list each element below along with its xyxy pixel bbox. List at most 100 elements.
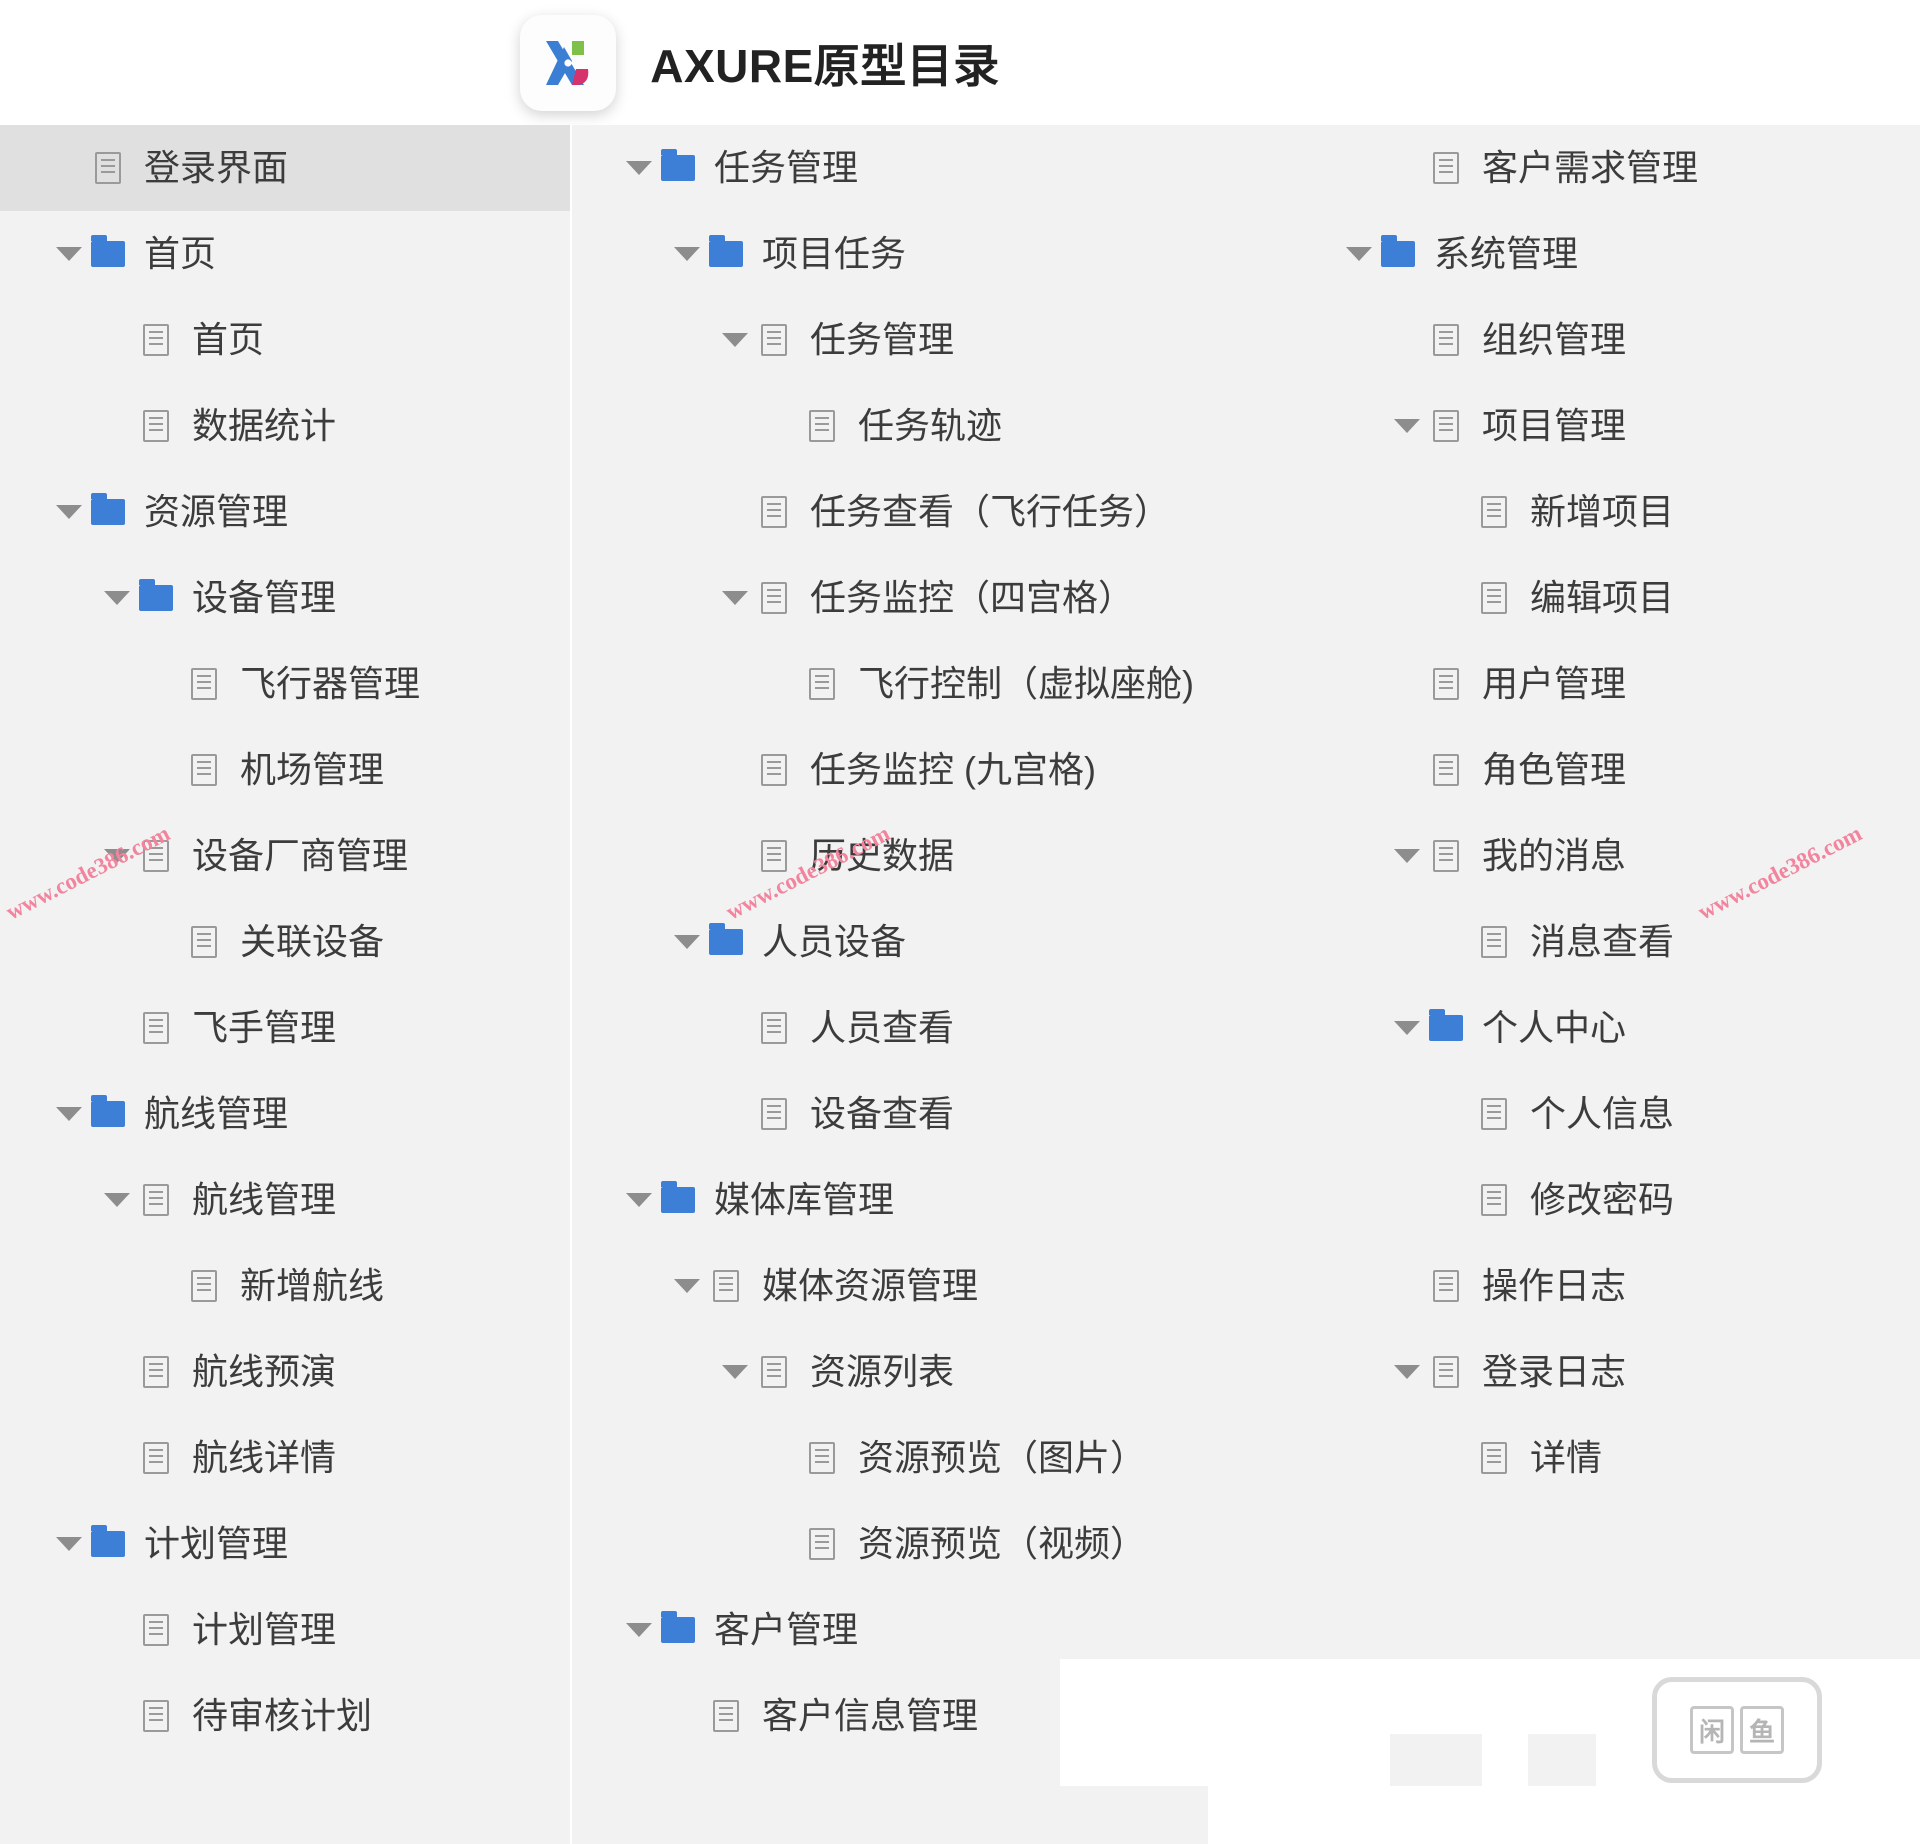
chevron-down-icon[interactable]	[1390, 419, 1424, 433]
tree-node-label: 资源列表	[810, 1351, 955, 1392]
tree-node[interactable]: 人员查看	[570, 985, 1290, 1071]
tree-node[interactable]: 首页	[0, 211, 570, 297]
page-icon	[752, 496, 796, 528]
chevron-down-icon[interactable]	[622, 161, 656, 175]
tree-node[interactable]: 飞行器管理	[0, 641, 570, 727]
tree-node-label: 计划管理	[144, 1523, 289, 1564]
tree-node-label: 人员设备	[762, 921, 907, 962]
chevron-down-icon[interactable]	[670, 935, 704, 949]
tree-node[interactable]: 设备厂商管理	[0, 813, 570, 899]
tree-node-label: 机场管理	[240, 749, 385, 790]
tree-node[interactable]: 客户信息管理	[570, 1673, 1290, 1759]
tree-node-label: 编辑项目	[1530, 577, 1675, 618]
tree-node[interactable]: 我的消息	[1290, 813, 1920, 899]
tree-node[interactable]: 任务管理	[570, 297, 1290, 383]
tree-node[interactable]: 任务轨迹	[570, 383, 1290, 469]
tree-node[interactable]: 待审核计划	[0, 1673, 570, 1759]
page-icon	[134, 840, 178, 872]
chevron-down-icon[interactable]	[100, 1193, 134, 1207]
tree-node[interactable]: 组织管理	[1290, 297, 1920, 383]
tree-node[interactable]: 资源预览（图片）	[570, 1415, 1290, 1501]
chevron-down-icon[interactable]	[670, 1279, 704, 1293]
tree-node[interactable]: 任务监控 (九宫格)	[570, 727, 1290, 813]
tree-node-label: 组织管理	[1482, 319, 1627, 360]
folder-icon	[86, 1095, 130, 1127]
chevron-down-icon[interactable]	[622, 1623, 656, 1637]
page-icon	[134, 1700, 178, 1732]
tree-node[interactable]: 设备查看	[570, 1071, 1290, 1157]
tree-node[interactable]: 资源管理	[0, 469, 570, 555]
tree-node[interactable]: 个人中心	[1290, 985, 1920, 1071]
tree-node[interactable]: 任务监控（四宫格）	[570, 555, 1290, 641]
chevron-down-icon[interactable]	[1390, 1365, 1424, 1379]
tree-node[interactable]: 角色管理	[1290, 727, 1920, 813]
tree-node[interactable]: 编辑项目	[1290, 555, 1920, 641]
page-icon	[86, 152, 130, 184]
tree-node[interactable]: 航线详情	[0, 1415, 570, 1501]
folder-icon	[656, 149, 700, 181]
tree-node[interactable]: 新增项目	[1290, 469, 1920, 555]
tree-node[interactable]: 飞行控制（虚拟座舱)	[570, 641, 1290, 727]
tree-node[interactable]: 计划管理	[0, 1501, 570, 1587]
tree-node[interactable]: 任务查看（飞行任务）	[570, 469, 1290, 555]
page-icon	[134, 1442, 178, 1474]
tree-node-label: 任务轨迹	[858, 405, 1003, 446]
tree-node[interactable]: 资源预览（视频）	[570, 1501, 1290, 1587]
chevron-down-icon[interactable]	[1390, 849, 1424, 863]
tree-node[interactable]: 修改密码	[1290, 1157, 1920, 1243]
tree-node[interactable]: 登录界面	[0, 125, 570, 211]
tree-node[interactable]: 人员设备	[570, 899, 1290, 985]
tree-node-label: 资源预览（视频）	[858, 1523, 1147, 1564]
page-icon	[704, 1700, 748, 1732]
tree-node[interactable]: 客户需求管理	[1290, 125, 1920, 211]
chevron-down-icon[interactable]	[52, 1537, 86, 1551]
page-icon	[1472, 1098, 1516, 1130]
tree-node[interactable]: 资源列表	[570, 1329, 1290, 1415]
tree-node[interactable]: 飞手管理	[0, 985, 570, 1071]
chevron-down-icon[interactable]	[1342, 247, 1376, 261]
tree-node[interactable]: 设备管理	[0, 555, 570, 641]
tree-node[interactable]: 详情	[1290, 1415, 1920, 1501]
tree-node[interactable]: 数据统计	[0, 383, 570, 469]
tree-node[interactable]: 个人信息	[1290, 1071, 1920, 1157]
chevron-down-icon[interactable]	[52, 505, 86, 519]
chevron-down-icon[interactable]	[622, 1193, 656, 1207]
chevron-down-icon[interactable]	[718, 591, 752, 605]
tree-node[interactable]: 项目任务	[570, 211, 1290, 297]
tree-node[interactable]: 计划管理	[0, 1587, 570, 1673]
page-icon	[1424, 754, 1468, 786]
page-icon	[1472, 926, 1516, 958]
chevron-down-icon[interactable]	[718, 1365, 752, 1379]
tree-column-3: 客户需求管理系统管理组织管理项目管理新增项目编辑项目用户管理角色管理我的消息消息…	[1290, 125, 1920, 1501]
tree-node[interactable]: 项目管理	[1290, 383, 1920, 469]
tree-node[interactable]: 机场管理	[0, 727, 570, 813]
tree-node[interactable]: 登录日志	[1290, 1329, 1920, 1415]
tree-node[interactable]: 首页	[0, 297, 570, 383]
chevron-down-icon[interactable]	[1390, 1021, 1424, 1035]
tree-node[interactable]: 媒体库管理	[570, 1157, 1290, 1243]
page-icon	[134, 1012, 178, 1044]
chevron-down-icon[interactable]	[718, 333, 752, 347]
chevron-down-icon[interactable]	[100, 591, 134, 605]
chevron-down-icon[interactable]	[100, 849, 134, 863]
tree-node[interactable]: 客户管理	[570, 1587, 1290, 1673]
chevron-down-icon[interactable]	[52, 1107, 86, 1121]
tree-node-label: 任务管理	[810, 319, 955, 360]
tree-node[interactable]: 航线管理	[0, 1071, 570, 1157]
tree-node[interactable]: 关联设备	[0, 899, 570, 985]
chevron-down-icon[interactable]	[52, 247, 86, 261]
page-icon	[1424, 840, 1468, 872]
page-icon	[752, 324, 796, 356]
tree-node[interactable]: 系统管理	[1290, 211, 1920, 297]
tree-node[interactable]: 媒体资源管理	[570, 1243, 1290, 1329]
chevron-down-icon[interactable]	[670, 247, 704, 261]
tree-node[interactable]: 历史数据	[570, 813, 1290, 899]
tree-node[interactable]: 航线管理	[0, 1157, 570, 1243]
xianyu-logo-icon: 闲 鱼	[1652, 1677, 1822, 1783]
tree-node[interactable]: 新增航线	[0, 1243, 570, 1329]
tree-node[interactable]: 航线预演	[0, 1329, 570, 1415]
tree-node[interactable]: 操作日志	[1290, 1243, 1920, 1329]
tree-node[interactable]: 用户管理	[1290, 641, 1920, 727]
tree-node[interactable]: 任务管理	[570, 125, 1290, 211]
tree-node[interactable]: 消息查看	[1290, 899, 1920, 985]
